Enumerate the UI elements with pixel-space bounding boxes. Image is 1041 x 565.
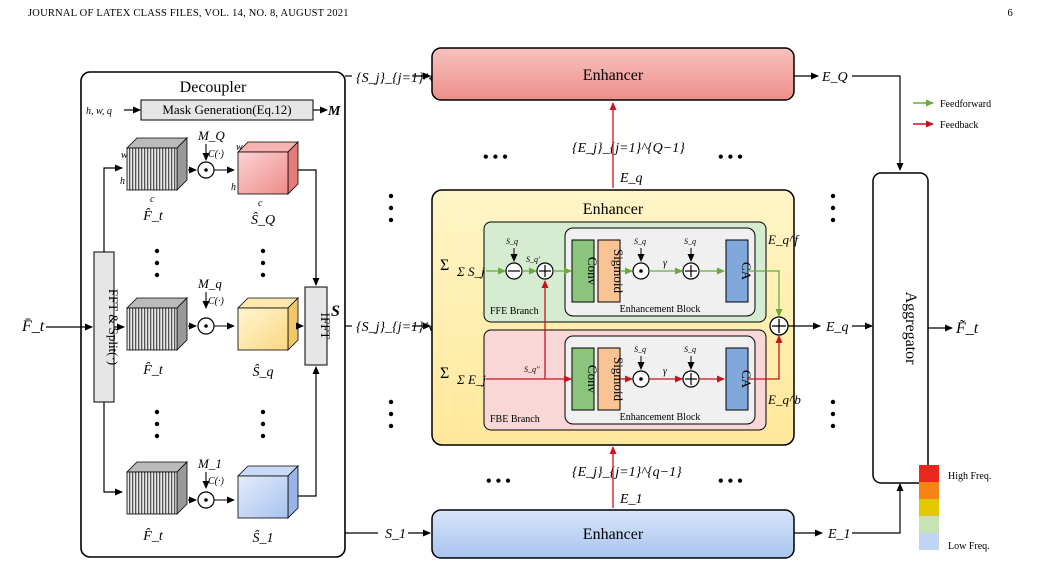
subband-label-low: Ŝ_1 — [253, 529, 274, 546]
c-op-top: C(·) — [208, 149, 225, 160]
decoupler-module: Decoupler h, w, q Mask Generation(Eq.12)… — [80, 71, 346, 558]
fbe-sq-label-2: S_q — [684, 345, 696, 354]
fbe-branch-label: FBE Branch — [490, 414, 540, 425]
ellipsis-bottom-right: • • • — [718, 473, 743, 490]
mask-inputs-label: h, w, q — [86, 106, 112, 117]
feature-label-top: F̂_t — [142, 208, 164, 224]
ellipsis-top-right: • • • — [718, 149, 743, 166]
bottom-enhancer-label: Enhancer — [583, 526, 644, 543]
dim-c-label-2: c — [258, 198, 263, 209]
feature-label-mid: F̂_t — [142, 362, 164, 378]
e1-feedback-label: E_1 — [619, 492, 643, 507]
ellipsis-top-left: • • • — [483, 149, 508, 166]
dim-h-label: h — [120, 176, 125, 187]
c-op-bottom: C(·) — [208, 476, 225, 487]
input-label: F̄_t — [21, 318, 45, 335]
mask-output-label: M — [327, 104, 341, 119]
fbe-sum-symbol: Σ — [440, 365, 449, 382]
subband-cube-mid — [237, 297, 299, 351]
ifft-box — [304, 286, 328, 366]
ifft-label: IFFT — [318, 313, 333, 340]
aggregator-label: Aggregator — [902, 292, 919, 366]
top-enhancer-label: Enhancer — [583, 67, 644, 84]
top-enhancer-output: E_Q — [821, 70, 848, 85]
ffe-sigmoid-label: Sigmoid — [611, 249, 626, 294]
decoupler-title: Decoupler — [180, 79, 247, 96]
mid-enhancer-input: {S_j}_{j=1}^q — [356, 320, 437, 335]
c-op-mid: C(·) — [208, 296, 225, 307]
ffe-ca-label: CA — [739, 262, 754, 281]
ffe-conv-box — [571, 239, 595, 303]
decoupler-dots — [154, 248, 266, 439]
low-freq-label: Low Freq. — [948, 541, 990, 552]
eqf-label: E_q^f — [767, 232, 800, 247]
ffe-branch-label: FFE Branch — [490, 306, 539, 317]
dim-c-label: c — [150, 194, 155, 205]
journal-header: JOURNAL OF LATEX CLASS FILES, VOL. 14, N… — [28, 8, 349, 19]
fft-split-label: FFT & Split(·) — [106, 289, 121, 365]
fbe-ca-label: CA — [739, 370, 754, 389]
bottom-feedback-label: {E_j}_{j=1}^{q−1} — [572, 465, 682, 480]
fbe-sq-dprime-label: S_q'' — [524, 365, 540, 374]
mask-generation-label: Mask Generation(Eq.12) — [162, 102, 291, 117]
fbe-enhancement-label: Enhancement Block — [620, 412, 701, 423]
bottom-enhancer-output: E_1 — [827, 527, 851, 542]
ffe-sum-label: Σ S_j — [456, 264, 485, 279]
page-number: 6 — [1007, 8, 1013, 19]
fbe-sigmoid-label: Sigmoid — [611, 357, 626, 402]
mid-enhancer-label: Enhancer — [583, 201, 644, 218]
frequency-colorbar — [919, 465, 939, 550]
ffe-sq-label: S_q — [506, 237, 518, 246]
feedforward-legend-label: Feedforward — [940, 99, 991, 110]
subband-cube-low — [237, 465, 299, 519]
feedback-legend-label: Feedback — [940, 120, 978, 131]
ffe-enhancement-label: Enhancement Block — [620, 304, 701, 315]
ffe-sum-symbol: Σ — [440, 257, 449, 274]
subband-cube-high — [237, 141, 299, 195]
high-freq-label: High Freq. — [948, 471, 991, 482]
top-feedback-label: {E_j}_{j=1}^{Q−1} — [572, 141, 685, 156]
eqb-label: E_q^b — [767, 392, 801, 407]
mask-label-mid: M_q — [197, 276, 222, 291]
subband-label-high: Ŝ_Q — [251, 211, 275, 228]
output-label: F̃_t — [955, 319, 979, 337]
ellipsis-bottom-left: • • • — [486, 473, 511, 490]
enhancer-dots — [388, 193, 836, 429]
dim-w-label-2: w — [236, 142, 243, 153]
feature-cube-mid — [126, 297, 188, 351]
bottom-enhancer-box — [431, 509, 795, 559]
top-enhancer-box — [431, 47, 795, 101]
dim-w-label: w — [121, 150, 128, 161]
feature-label-bottom: F̂_t — [142, 528, 164, 544]
ifft-output-label: S — [331, 303, 340, 320]
feature-cube-top — [126, 137, 188, 191]
fbe-conv-label: Conv — [585, 365, 600, 394]
mask-label-bottom: M_1 — [197, 456, 222, 471]
feature-cube-bottom — [126, 461, 188, 515]
top-enhancer-input: {S_j}_{j=1}^Q — [356, 71, 440, 86]
mid-enhancer-output: E_q — [825, 320, 849, 335]
fbe-conv-box — [571, 347, 595, 411]
subband-label-mid: Ŝ_q — [253, 363, 274, 380]
ffe-sq-label-2: S_q — [634, 237, 646, 246]
fbe-sq-label: S_q — [634, 345, 646, 354]
ffe-conv-label: Conv — [585, 257, 600, 286]
bottom-enhancer-input: S_1 — [385, 527, 406, 542]
ffe-sq-label-3: S_q — [684, 237, 696, 246]
fbe-sum-label: Σ E_j — [456, 372, 486, 387]
ffe-sq-prime-label: S_q' — [526, 255, 540, 264]
ffe-gamma-label: γ — [663, 258, 668, 269]
fbe-gamma-label: γ — [663, 366, 668, 377]
eq-feedback-label: E_q — [619, 171, 643, 186]
dim-h-label-2: h — [231, 182, 236, 193]
mask-label-top: M_Q — [197, 128, 225, 143]
